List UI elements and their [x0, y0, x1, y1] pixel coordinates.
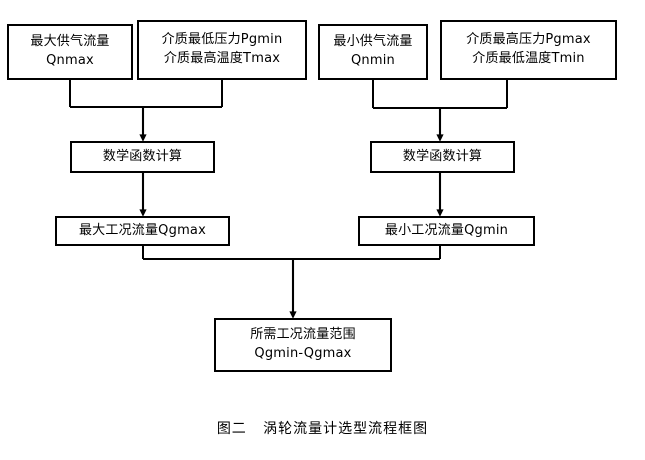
node-math-calc-left: 数学函数计算 [70, 141, 215, 173]
node-max-supply-flow-line1: 最大供气流量 [30, 34, 110, 50]
node-math-calc-left-label: 数学函数计算 [102, 148, 183, 164]
node-min-supply-flow: 最小供气流量 Qnmin [318, 24, 428, 80]
node-result-range: 所需工况流量范围 Qgmin-Qgmax [214, 318, 392, 372]
node-result-range-line1: 所需工况流量范围 [250, 327, 356, 343]
node-min-pressure-max-temp: 介质最低压力Pgmin 介质最高温度Tmax [137, 20, 307, 80]
node-min-supply-flow-line2: Qnmin [351, 53, 395, 68]
node-min-pressure-max-temp-line1: 介质最低压力Pgmin [161, 32, 283, 48]
node-max-pressure-min-temp: 介质最高压力Pgmax 介质最低温度Tmin [440, 20, 617, 80]
node-max-supply-flow-line2: Qnmax [46, 53, 94, 68]
node-max-supply-flow: 最大供气流量 Qnmax [7, 24, 133, 80]
node-min-supply-flow-line1: 最小供气流量 [333, 34, 413, 50]
node-qgmax: 最大工况流量Qgmax [55, 216, 230, 246]
node-qgmin: 最小工况流量Qgmin [358, 216, 535, 246]
node-math-calc-right: 数学函数计算 [370, 141, 515, 173]
figure-caption: 图二 涡轮流量计选型流程框图 [216, 421, 429, 437]
node-max-pressure-min-temp-line1: 介质最高压力Pgmax [466, 32, 591, 48]
node-result-range-line2: Qgmin-Qgmax [254, 346, 352, 361]
node-max-pressure-min-temp-line2: 介质最低温度Tmin [472, 51, 585, 66]
node-math-calc-right-label: 数学函数计算 [402, 148, 483, 164]
node-qgmax-label: 最大工况流量Qgmax [78, 222, 206, 238]
node-qgmin-label: 最小工况流量Qgmin [384, 222, 509, 238]
node-min-pressure-max-temp-line2: 介质最高温度Tmax [163, 51, 281, 66]
